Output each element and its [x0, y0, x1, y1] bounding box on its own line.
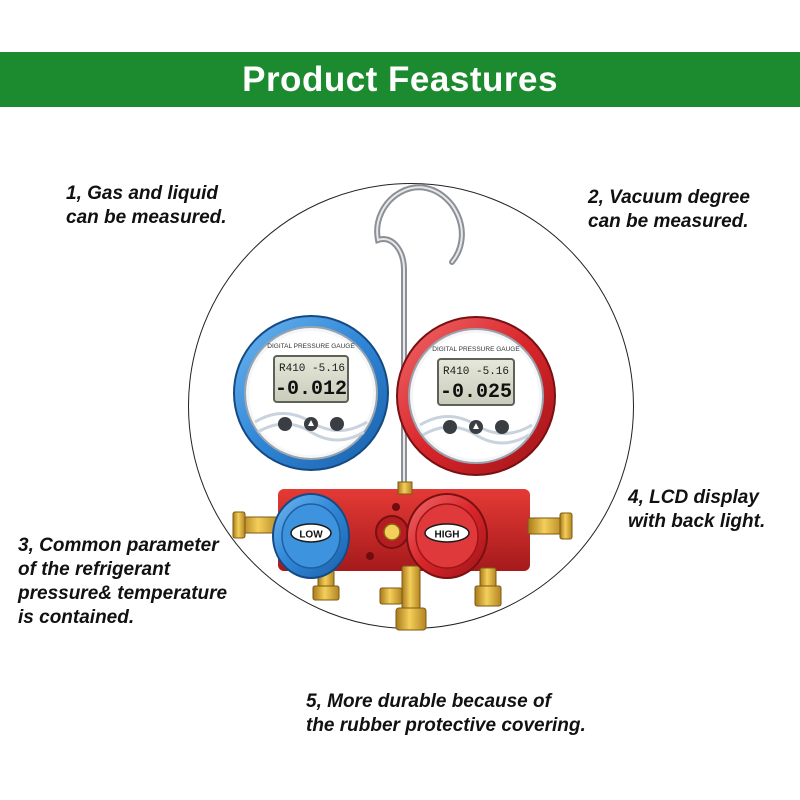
feature-1: 1, Gas and liquid can be measured.	[66, 182, 227, 230]
high-pressure-gauge: DIGITAL PRESSURE GAUGE R410 -5.16 -0.025	[396, 316, 556, 476]
feature-4: 4, LCD display with back light.	[628, 486, 765, 534]
feature-5-line-1: 5, More durable because of	[306, 691, 551, 712]
brass-fitting-bottom-center	[379, 565, 427, 631]
feature-3-line-3: pressure& temperature	[18, 583, 228, 604]
feature-5: 5, More durable because of the rubber pr…	[306, 690, 586, 738]
feature-3-line-2: of the refrigerant	[18, 559, 171, 580]
feature-3-line-4: is contained.	[18, 607, 135, 628]
low-gauge-lcd	[273, 355, 349, 403]
low-lcd-top: R410 -5.16	[279, 363, 345, 375]
high-lcd-top: R410 -5.16	[443, 366, 509, 378]
feature-1-line-1: 1, Gas and liquid	[66, 183, 219, 204]
high-knob-label: HIGH	[435, 530, 460, 541]
page-title: Product Feastures	[242, 59, 558, 99]
low-gauge-button-1	[278, 417, 292, 431]
low-gauge-dial-label: DIGITAL PRESSURE GAUGE	[267, 343, 355, 350]
header-banner: Product Feastures	[0, 52, 800, 107]
feature-1-line-2: can be measured.	[66, 207, 227, 228]
brass-fitting-left	[232, 511, 281, 539]
high-gauge-dial-label: DIGITAL PRESSURE GAUGE	[432, 346, 520, 353]
feature-2: 2, Vacuum degree can be measured.	[588, 186, 750, 234]
low-lcd-reading: -0.012	[275, 378, 347, 401]
brass-fitting-right	[527, 512, 573, 540]
feature-5-line-2: the rubber protective covering.	[306, 715, 586, 736]
feature-3-line-1: 3, Common parameter	[18, 535, 219, 556]
low-pressure-gauge: DIGITAL PRESSURE GAUGE R410 -5.16 -0.012	[233, 315, 389, 471]
low-gauge-button-3	[330, 417, 344, 431]
feature-2-line-2: can be measured.	[588, 211, 749, 232]
high-gauge-lcd	[437, 358, 515, 406]
high-lcd-reading: -0.025	[440, 381, 512, 404]
high-gauge-button-1	[443, 420, 457, 434]
low-valve-knob: LOW	[272, 493, 350, 579]
high-gauge-button-3	[495, 420, 509, 434]
feature-3: 3, Common parameter of the refrigerant p…	[18, 534, 227, 630]
feature-4-line-2: with back light.	[628, 511, 766, 532]
brass-fitting-bottom-right	[474, 567, 502, 607]
low-knob-label: LOW	[299, 530, 323, 541]
feature-4-line-1: 4, LCD display	[628, 487, 759, 508]
feature-2-line-1: 2, Vacuum degree	[588, 187, 750, 208]
high-valve-knob: HIGH	[406, 493, 488, 579]
